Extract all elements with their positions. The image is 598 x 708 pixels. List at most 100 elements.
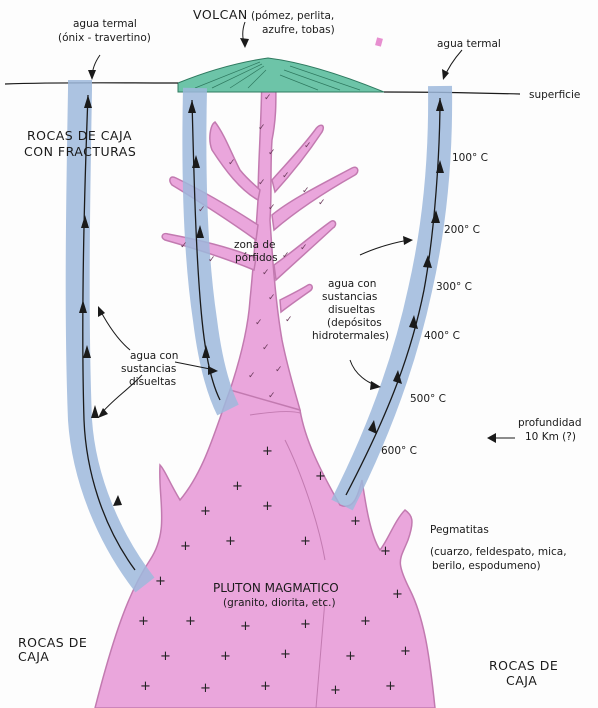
svg-text:+: +: [300, 534, 311, 549]
pink-mark: [375, 37, 383, 47]
dike-trunk: [229, 59, 302, 412]
svg-text:✓: ✓: [268, 293, 276, 303]
zona-porfidos-2: pórfidos: [235, 252, 278, 264]
svg-text:✓: ✓: [282, 171, 290, 181]
svg-text:+: +: [240, 619, 251, 634]
svg-text:✓: ✓: [318, 198, 326, 208]
fracture-line: [315, 599, 326, 708]
svg-text:+: +: [350, 514, 361, 529]
agua-termal-left-2: (ónix - travertino): [58, 32, 151, 44]
agua-sust-right-4: (depósitos: [327, 317, 382, 329]
svg-text:+: +: [160, 649, 171, 664]
dike-branch-right-stub: [279, 283, 313, 314]
svg-text:✓: ✓: [262, 268, 270, 278]
rocas-fracturas-1: ROCAS DE CAJA: [27, 128, 132, 143]
pegmatitas-1: Pegmatitas: [430, 524, 489, 536]
rocas-caja-left-1: ROCAS DE: [18, 635, 87, 650]
svg-text:+: +: [260, 679, 271, 694]
agua-sust-right-1: agua con: [328, 278, 376, 290]
volcano-cone: [177, 57, 385, 93]
rocas-caja-right-2: CAJA: [506, 673, 537, 688]
svg-text:✓: ✓: [300, 243, 308, 253]
svg-text:+: +: [380, 544, 391, 559]
temp-100: 100° C: [452, 152, 488, 164]
volcan-desc-1: (pómez, perlita,: [251, 10, 334, 22]
svg-text:✓: ✓: [228, 158, 236, 168]
svg-text:✓: ✓: [268, 203, 276, 213]
svg-text:+: +: [232, 479, 243, 494]
volcano-hatching: [194, 61, 361, 91]
svg-text:+: +: [262, 499, 273, 514]
svg-text:+: +: [225, 534, 236, 549]
svg-text:+: +: [140, 679, 151, 694]
volcan-title: VOLCAN: [193, 7, 248, 22]
water-channel-center: [182, 87, 239, 416]
svg-text:✓: ✓: [282, 251, 290, 261]
agua-sust-right-5: hidrotermales): [312, 330, 389, 342]
svg-text:+: +: [200, 681, 211, 696]
rocas-caja-right-1: ROCAS DE: [489, 658, 558, 673]
svg-text:+: +: [300, 617, 311, 632]
svg-text:+: +: [315, 469, 326, 484]
svg-text:+: +: [200, 504, 211, 519]
fracture-line: [249, 411, 301, 416]
svg-text:+: +: [138, 614, 149, 629]
svg-text:✓: ✓: [302, 186, 310, 196]
svg-text:✓: ✓: [285, 315, 293, 325]
porphyry-marks: ✓ ✓ ✓ ✓ ✓ ✓ ✓ ✓ ✓ ✓ ✓ ✓ ✓ ✓ ✓ ✓ ✓ ✓ ✓ ✓ …: [180, 93, 326, 401]
svg-text:+: +: [180, 539, 191, 554]
svg-text:✓: ✓: [180, 241, 188, 251]
svg-text:+: +: [400, 644, 411, 659]
svg-text:✓: ✓: [264, 93, 272, 103]
dike-branch-right-mid: [271, 166, 359, 232]
svg-text:+: +: [385, 679, 396, 694]
temp-200: 200° C: [444, 224, 480, 236]
temp-300: 300° C: [436, 281, 472, 293]
svg-text:✓: ✓: [258, 178, 266, 188]
svg-text:+: +: [185, 614, 196, 629]
zona-porfidos-1: zona de: [234, 239, 276, 251]
svg-text:+: +: [392, 587, 403, 602]
svg-text:+: +: [155, 574, 166, 589]
agua-sust-left-1: agua con: [130, 350, 178, 362]
superficie-label: superficie: [529, 89, 580, 101]
volcan-desc-2: azufre, tobas): [262, 24, 335, 36]
svg-text:✓: ✓: [255, 318, 263, 328]
pegmatitas-2: (cuarzo, feldespato, mica,: [430, 546, 567, 558]
svg-text:+: +: [330, 683, 341, 698]
svg-text:✓: ✓: [268, 391, 276, 401]
flow-arrowheads: [79, 95, 444, 506]
svg-text:✓: ✓: [262, 343, 270, 353]
svg-text:✓: ✓: [198, 205, 206, 215]
svg-text:+: +: [345, 649, 356, 664]
svg-text:✓: ✓: [268, 148, 276, 158]
svg-text:✓: ✓: [275, 365, 283, 375]
svg-text:+: +: [262, 444, 273, 459]
agua-sust-left-3: disueltas: [129, 376, 176, 388]
pluton-desc: (granito, diorita, etc.): [223, 597, 336, 609]
agua-sust-left-2: sustancias: [121, 363, 176, 375]
agua-sust-right-3: disueltas: [328, 304, 375, 316]
svg-text:+: +: [280, 647, 291, 662]
agua-termal-right: agua termal: [437, 38, 501, 50]
dike-branch-right-upper: [271, 124, 325, 194]
dike-branch-right-low: [273, 220, 337, 282]
pluton-crosses: + + + + + + + + + + + + + + + + + + + + …: [138, 444, 411, 698]
svg-text:+: +: [360, 614, 371, 629]
rocas-caja-left-2: CAJA: [18, 649, 49, 664]
agua-termal-left-1: agua termal: [73, 18, 137, 30]
svg-text:✓: ✓: [248, 371, 256, 381]
agua-sust-right-2: sustancias: [322, 291, 377, 303]
profundidad-2: 10 Km (?): [525, 431, 576, 443]
svg-text:✓: ✓: [208, 255, 216, 265]
svg-text:✓: ✓: [304, 141, 312, 151]
profundidad-1: profundidad: [518, 417, 582, 429]
pluton-title: PLUTON MAGMATICO: [213, 581, 339, 595]
pointer-arrowheads: [88, 38, 496, 443]
svg-text:✓: ✓: [258, 123, 266, 133]
temp-400: 400° C: [424, 330, 460, 342]
temp-600: 600° C: [381, 445, 417, 457]
dike-branch-left-upper: [209, 121, 261, 202]
